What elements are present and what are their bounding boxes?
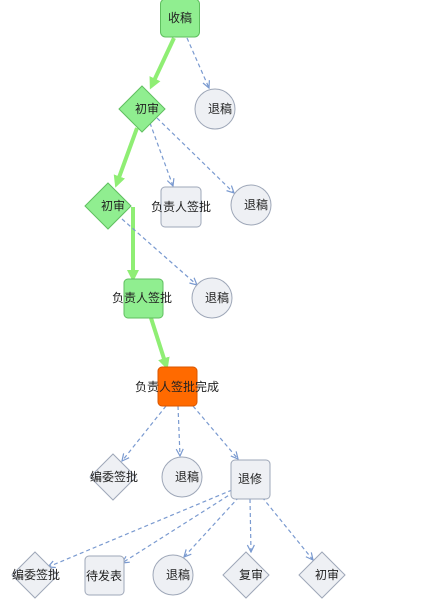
owner-approval-box xyxy=(123,278,164,319)
edge-first-review-1-to-owner-approval-pending xyxy=(149,122,173,186)
node-owner-approval-pending[interactable]: 负责人签批 xyxy=(151,186,211,228)
editorial-approval-diamond xyxy=(11,551,59,599)
node-label: 待发表 xyxy=(86,568,122,583)
node-label: 退稿 xyxy=(175,469,199,484)
node-label: 编委签批 xyxy=(12,567,60,582)
node-first-review-2[interactable]: 初审 xyxy=(84,182,132,230)
first-review-diamond xyxy=(84,182,132,230)
node-to-publish[interactable]: 待发表 xyxy=(84,555,125,596)
node-editorial-approval-1[interactable]: 编委签批 xyxy=(89,453,138,501)
first-review-diamond xyxy=(298,551,346,599)
first-review-diamond xyxy=(118,85,166,133)
reject-circle xyxy=(152,554,194,596)
edge-owner-approval-complete-to-reject-4 xyxy=(178,405,180,456)
edge-first-review-2-to-reject-3 xyxy=(121,218,197,285)
receive-box xyxy=(160,0,200,38)
node-label: 退稿 xyxy=(205,290,229,305)
node-owner-approval-complete[interactable]: 负责人签批完成 xyxy=(135,366,219,407)
edge-receive-to-first-review-1 xyxy=(149,37,176,90)
edge-owner-approval-to-owner-approval-complete xyxy=(149,317,170,370)
node-label: 负责人签批 xyxy=(151,199,211,214)
reject-circle xyxy=(194,88,236,130)
node-label: 负责人签批完成 xyxy=(135,379,219,394)
reject-circle xyxy=(191,277,233,319)
node-first-review-1[interactable]: 初审 xyxy=(118,85,166,133)
node-first-review-3[interactable]: 初审 xyxy=(298,551,346,599)
owner-approval-box xyxy=(160,186,202,228)
reject-circle xyxy=(230,184,272,226)
node-reject-1[interactable]: 退稿 xyxy=(194,88,236,130)
node-label: 编委签批 xyxy=(90,469,138,484)
edge-revision-to-editorial-approval-2 xyxy=(48,489,233,567)
node-label: 收稿 xyxy=(168,10,192,25)
edge-first-review-1-to-first-review-2 xyxy=(113,127,139,188)
node-label: 退稿 xyxy=(166,567,190,582)
reject-circle xyxy=(161,456,203,498)
node-reject-3[interactable]: 退稿 xyxy=(191,277,233,319)
revision-box xyxy=(230,459,271,500)
node-label: 复审 xyxy=(239,567,263,582)
edge-receive-to-reject-1 xyxy=(186,37,209,88)
node-label: 退稿 xyxy=(208,101,232,116)
node-label: 初审 xyxy=(315,567,339,582)
edge-revision-to-second-review xyxy=(250,498,251,552)
node-label: 初审 xyxy=(135,101,159,116)
node-revision[interactable]: 退修 xyxy=(230,459,271,500)
node-label: 负责人签批 xyxy=(112,290,172,305)
node-owner-approval[interactable]: 负责人签批 xyxy=(112,278,172,319)
node-editorial-approval-2[interactable]: 编委签批 xyxy=(11,551,60,599)
node-label: 退稿 xyxy=(244,197,268,212)
edge-owner-approval-complete-to-revision xyxy=(192,405,238,459)
node-reject-4[interactable]: 退稿 xyxy=(161,456,203,498)
editorial-approval-diamond xyxy=(89,453,137,501)
edge-revision-to-first-review-3 xyxy=(261,496,313,560)
node-layer: 收稿 初审 退稿 初审 负责人签批 退稿 负责人签批 xyxy=(11,0,346,599)
to-publish-box xyxy=(84,555,125,596)
node-reject-5[interactable]: 退稿 xyxy=(152,554,194,596)
approval-complete-box xyxy=(157,366,198,407)
edge-owner-approval-complete-to-editorial-approval-1 xyxy=(122,405,167,461)
node-second-review[interactable]: 复审 xyxy=(222,551,270,599)
node-label: 初审 xyxy=(101,198,125,213)
edge-revision-to-to-publish xyxy=(122,491,235,563)
node-receive[interactable]: 收稿 xyxy=(160,0,200,38)
node-reject-2[interactable]: 退稿 xyxy=(230,184,272,226)
node-label: 退修 xyxy=(238,471,262,486)
second-review-diamond xyxy=(222,551,270,599)
edge-layer xyxy=(48,37,313,567)
edge-first-review-1-to-reject-2 xyxy=(156,117,234,193)
